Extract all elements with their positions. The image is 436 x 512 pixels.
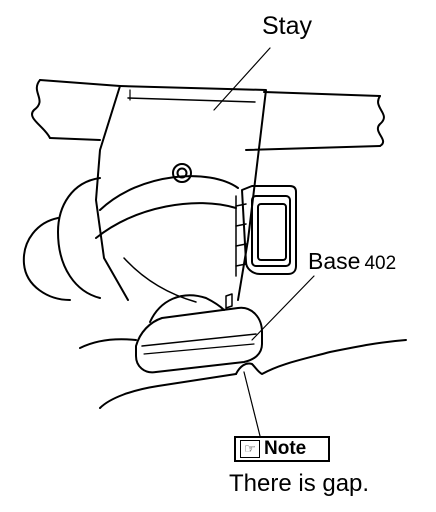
pointing-hand-icon: ☞ — [240, 440, 260, 458]
leader-base — [251, 275, 315, 341]
note-label: Note — [264, 438, 307, 459]
base-name: Base — [308, 248, 361, 274]
base-402 — [135, 294, 263, 374]
stay-label: Stay — [262, 12, 313, 40]
connector — [225, 185, 297, 309]
stay-bracket — [95, 85, 267, 301]
leader-stay — [213, 47, 271, 111]
base-number: 402 — [364, 253, 397, 274]
leader-note — [243, 371, 261, 437]
note-badge: ☞ Note — [234, 436, 330, 462]
leader-lines — [213, 47, 315, 437]
hub — [22, 175, 239, 303]
rod — [31, 79, 385, 151]
gap-caption: There is gap. — [229, 470, 370, 497]
surface — [79, 338, 407, 409]
